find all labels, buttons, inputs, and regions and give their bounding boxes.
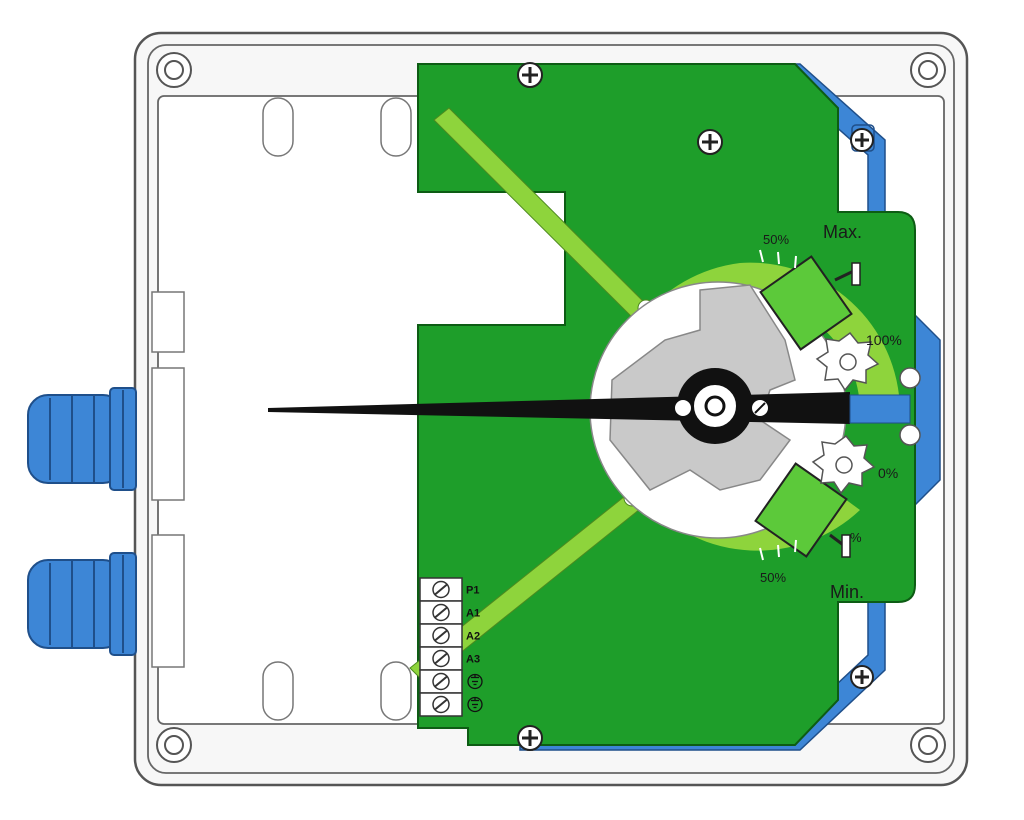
terminal-label: P1 (466, 585, 479, 597)
terminal-row: A2 (419, 623, 480, 648)
min-0-label: 0% (878, 465, 898, 481)
mounting-hole-icon (910, 52, 946, 88)
max-50-label: 50% (763, 232, 789, 247)
max-label: Max. (823, 222, 862, 242)
terminal-row: A1 (419, 600, 480, 625)
mounting-hole-icon (910, 727, 946, 763)
cable-gland-icon (27, 552, 137, 656)
terminal-label: A2 (466, 631, 480, 643)
ground-icon (467, 696, 483, 713)
min-small-label: % (850, 530, 862, 545)
screw-icon (517, 725, 543, 751)
shaft-hub (673, 368, 770, 444)
screw-icon (517, 62, 543, 88)
screw-icon (697, 129, 723, 155)
scale-ticks (759, 249, 797, 561)
terminal-row (419, 692, 483, 717)
screw-icon (850, 665, 874, 689)
terminal-label: A3 (466, 654, 480, 666)
screw-icon (850, 128, 874, 152)
min-50-label: 50% (760, 570, 786, 585)
max-limit-switch (759, 255, 861, 351)
min-label: Min. (830, 582, 864, 602)
cable-gland-icon (27, 387, 137, 491)
adjustment-knob-icon (815, 331, 880, 392)
ground-icon (467, 673, 483, 690)
mounting-hole-icon (156, 52, 192, 88)
mounting-hole-icon (156, 727, 192, 763)
max-100-label: 100% (866, 332, 902, 348)
side-port (899, 367, 921, 446)
adjustment-knob-icon (811, 434, 876, 495)
terminal-label: A1 (466, 608, 480, 620)
